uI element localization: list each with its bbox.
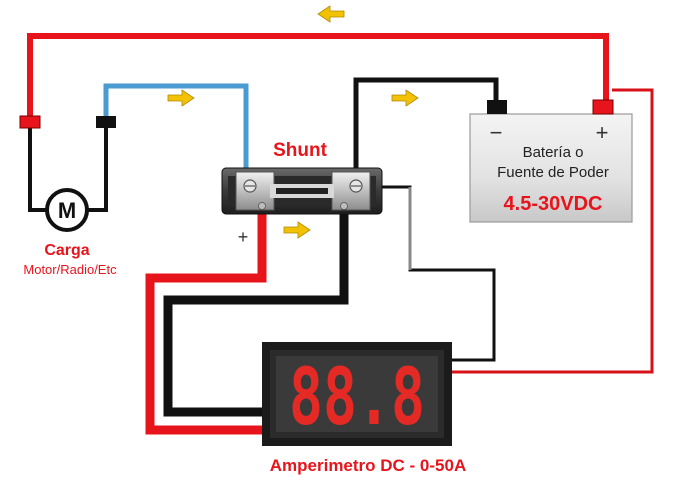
battery-label-line1: Batería o <box>523 144 584 161</box>
shunt-label: Shunt <box>273 140 327 161</box>
blue-wire <box>103 83 249 180</box>
top-red-wire <box>27 33 609 118</box>
meter-power-red-wire <box>452 88 654 374</box>
left-red-connector <box>19 115 41 129</box>
shunt <box>221 167 383 215</box>
black-wire-to-battery <box>353 77 499 180</box>
meter-power-black-wire <box>372 185 496 362</box>
arrow-left-icon <box>317 5 345 23</box>
load-subtitle: Motor/Radio/Etc <box>23 262 117 277</box>
arrow-right-icon <box>391 89 419 107</box>
battery-minus-label: − <box>490 120 503 145</box>
shunt-plus-label: + <box>238 227 249 247</box>
sense-red-wire <box>145 210 267 435</box>
battery-label-line2: Fuente de Poder <box>497 164 609 181</box>
battery-icon <box>469 99 633 223</box>
load-wire-right <box>88 126 108 212</box>
battery-voltage: 4.5-30VDC <box>504 193 603 215</box>
left-black-connector <box>96 116 116 128</box>
ammeter-display <box>262 342 452 446</box>
battery-plus-label: + <box>596 120 609 145</box>
arrow-right-icon <box>283 221 311 239</box>
meter-caption: Amperimetro DC - 0-50A <box>270 456 467 475</box>
load-wire-left <box>28 126 46 212</box>
load-title: Carga <box>44 242 89 259</box>
motor-symbol: M <box>58 198 76 223</box>
motor-icon: M <box>45 188 89 232</box>
sense-black-wire <box>163 210 349 417</box>
display-digits: 88.8 <box>289 353 425 443</box>
arrow-right-icon <box>167 89 195 107</box>
